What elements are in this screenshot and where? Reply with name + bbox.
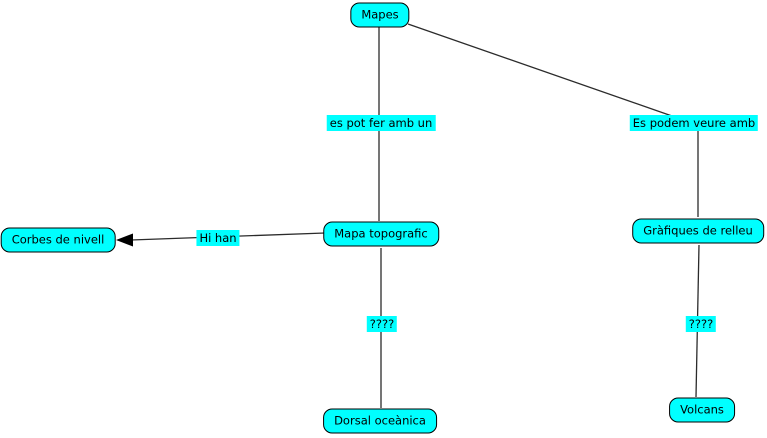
link-label-unknown-left[interactable]: ???? bbox=[366, 316, 398, 332]
node-mapes[interactable]: Mapes bbox=[350, 2, 410, 28]
node-mapa-topografic[interactable]: Mapa topografic bbox=[323, 221, 439, 247]
link-label-es-podem-veure-amb[interactable]: Es podem veure amb bbox=[629, 115, 759, 131]
link-label-unknown-right[interactable]: ???? bbox=[685, 316, 717, 332]
node-corbes-de-nivell[interactable]: Corbes de nivell bbox=[0, 227, 116, 253]
node-grafiques-de-relleu[interactable]: Gràfiques de relleu bbox=[632, 218, 764, 244]
arrowhead-left bbox=[116, 233, 133, 247]
link-label-hi-han[interactable]: Hi han bbox=[196, 230, 240, 246]
node-dorsal-oceanica[interactable]: Dorsal oceànica bbox=[323, 408, 437, 434]
link-label-es-pot-fer-amb-un[interactable]: es pot fer amb un bbox=[326, 115, 436, 131]
node-volcans[interactable]: Volcans bbox=[669, 397, 735, 423]
